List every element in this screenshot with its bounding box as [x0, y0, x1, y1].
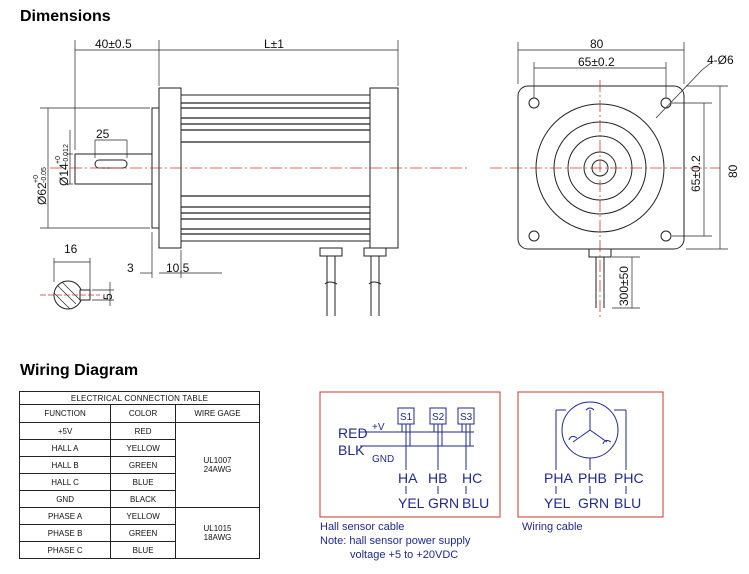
dim-holes: 4-Ø6 — [707, 53, 734, 67]
mount-hole-tl — [528, 97, 540, 109]
dim-hole-spacing: 65±0.2 — [578, 55, 615, 69]
row-function: +5V — [18, 422, 112, 440]
row-function: PHASE B — [18, 524, 112, 542]
gage-phase-line1: UL1015 — [203, 524, 232, 533]
dim-shaft-extension: 40±0.5 — [95, 37, 132, 51]
dimensions-title: Dimensions — [20, 8, 111, 25]
sensor-s3-label: S3 — [460, 412, 473, 423]
dim-front-size: 80 — [590, 37, 604, 51]
hall-yel-label: YEL — [398, 495, 425, 511]
wiring-diagram-title: Wiring Diagram — [20, 362, 139, 379]
phb-label: PHB — [578, 470, 607, 486]
blk-label: BLK — [338, 442, 365, 458]
hall-note-line1: Note: hall sensor power supply — [320, 535, 471, 547]
table-row: HALL B GREEN — [18, 456, 260, 474]
mount-hole-tr — [660, 97, 672, 109]
dim-flange-offset: 10.5 — [166, 261, 190, 275]
shaft-tol-top: +0 — [55, 156, 62, 164]
row-color: RED — [110, 422, 176, 440]
gage-hall-line2: 24AWG — [203, 465, 232, 474]
table-row: HALL C BLUE — [18, 473, 260, 491]
hall-blu-label: BLU — [462, 495, 489, 511]
gage-phase-line2: 18AWG — [203, 533, 232, 542]
row-color: YELLOW — [110, 439, 176, 457]
shaft-diameter-text: Ø14 — [57, 163, 71, 186]
front-flange-square — [517, 85, 685, 250]
gnd-label: GND — [372, 454, 394, 465]
dim-key-width: 5 — [101, 293, 115, 300]
cooling-fins — [181, 102, 370, 235]
red-label: RED — [338, 425, 368, 441]
mount-hole-bl — [528, 230, 540, 242]
phase-yel-label: YEL — [544, 495, 571, 511]
row-function: PHASE A — [18, 507, 112, 525]
header-color: COLOR — [110, 404, 176, 423]
shaft-key — [94, 159, 128, 169]
dim-lead-length: 300±50 — [617, 266, 631, 306]
table-row: GND BLACK — [18, 490, 260, 508]
shaft-tol-bottom: -0.012 — [63, 144, 70, 164]
phase-wiring-box — [517, 391, 664, 518]
row-function: HALL A — [18, 439, 112, 457]
pilot-tol-top: +0 — [33, 175, 40, 183]
sensor-s1-label: S1 — [400, 412, 413, 423]
pilot-diameter-text: Ø62 — [35, 182, 49, 205]
header-function: FUNCTION — [18, 404, 112, 423]
side-dimension-lines — [40, 40, 399, 278]
row-function: HALL B — [18, 456, 112, 474]
dim-pilot-diameter: Ø62 +0 -0.05 — [33, 167, 49, 205]
gage-hall-line1: UL1007 — [203, 456, 232, 465]
table-row: PHASE C BLUE — [18, 541, 260, 559]
row-color: GREEN — [110, 524, 176, 542]
ha-label: HA — [398, 470, 418, 486]
hall-grn-label: GRN — [428, 495, 459, 511]
phase-wiring: PHA PHB PHC YEL GRN BLU Wiring cable — [517, 391, 664, 533]
motor-shaft — [74, 153, 153, 185]
phase-grn-label: GRN — [578, 495, 609, 511]
hall-wiring-box — [319, 391, 501, 518]
dim-body-length: L±1 — [264, 37, 284, 51]
row-function: HALL C — [18, 473, 112, 491]
hc-label: HC — [462, 470, 482, 486]
plus-v-label: +V — [372, 422, 385, 433]
side-cables — [319, 247, 387, 316]
header-wire-gage: WIRE GAGE — [174, 404, 261, 423]
hall-cable-caption: Hall sensor cable — [320, 521, 404, 533]
mount-hole-br — [660, 230, 672, 242]
hall-sensor-wiring: S1 S2 S3 +V GND RED BLK HA HB HC YEL GRN… — [319, 391, 501, 561]
row-color: GREEN — [110, 456, 176, 474]
motor-side-view — [74, 87, 399, 316]
dim-hole-spacing-vertical: 65±0.2 — [689, 155, 703, 192]
table-caption: ELECTRICAL CONNECTION TABLE — [19, 391, 260, 405]
dim-flange-thickness: 3 — [127, 261, 134, 275]
front-dimension-lines — [517, 42, 728, 309]
dim-key-section-width: 16 — [64, 242, 78, 256]
row-function: GND — [18, 490, 112, 508]
dim-key-length: 25 — [96, 127, 110, 141]
row-color: BLUE — [110, 541, 176, 559]
pilot-tol-bottom: -0.05 — [41, 167, 48, 183]
hall-note-line2: voltage +5 to +20VDC — [350, 549, 458, 561]
phase-blu-label: BLU — [614, 495, 641, 511]
hb-label: HB — [428, 470, 447, 486]
row-function: PHASE C — [18, 541, 112, 559]
dim-shaft-diameter: Ø14 +0 -0.012 — [55, 144, 71, 186]
key-section-view — [40, 258, 114, 310]
sensor-s2-label: S2 — [432, 412, 445, 423]
row-color: BLACK — [110, 490, 176, 508]
row-color: BLUE — [110, 473, 176, 491]
table-row: PHASE B GREEN — [18, 524, 260, 542]
phase-cable-caption: Wiring cable — [522, 521, 583, 533]
motor-front-view — [517, 85, 685, 308]
row-color: YELLOW — [110, 507, 176, 525]
electrical-connection-table: ELECTRICAL CONNECTION TABLE FUNCTION COL… — [18, 391, 261, 559]
phc-label: PHC — [614, 470, 644, 486]
dim-front-height: 80 — [726, 164, 740, 178]
pha-label: PHA — [544, 470, 573, 486]
